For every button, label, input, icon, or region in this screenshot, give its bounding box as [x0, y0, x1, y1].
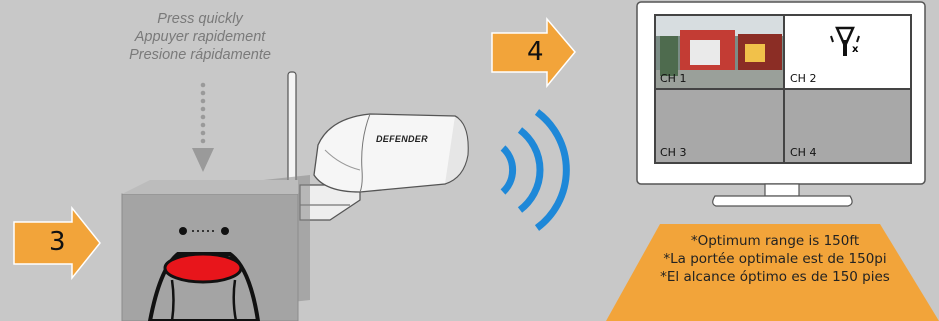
tx-subscript: x [852, 44, 858, 55]
ch2-label: CH 2 [790, 72, 816, 85]
camera-brand-label: DEFENDER [376, 134, 428, 144]
range-note-spanish: *El alcance óptimo es de 150 pies [630, 268, 920, 286]
ch3-label: CH 3 [660, 146, 686, 159]
ch1-label: CH 1 [660, 72, 686, 85]
range-note: *Optimum range is 150ft *La portée optim… [630, 232, 920, 286]
camera-body [314, 114, 463, 192]
ch4-label: CH 4 [790, 146, 816, 159]
wireless-signal-icon [503, 112, 566, 228]
dotted-pointer [192, 83, 214, 172]
step-4-label: 4 [527, 37, 544, 67]
range-note-french: *La portée optimale est de 150pi [630, 250, 920, 268]
range-note-english: *Optimum range is 150ft [630, 232, 920, 250]
step-3-label: 3 [49, 227, 66, 257]
monitor [637, 2, 925, 206]
camera-antenna [288, 72, 296, 184]
